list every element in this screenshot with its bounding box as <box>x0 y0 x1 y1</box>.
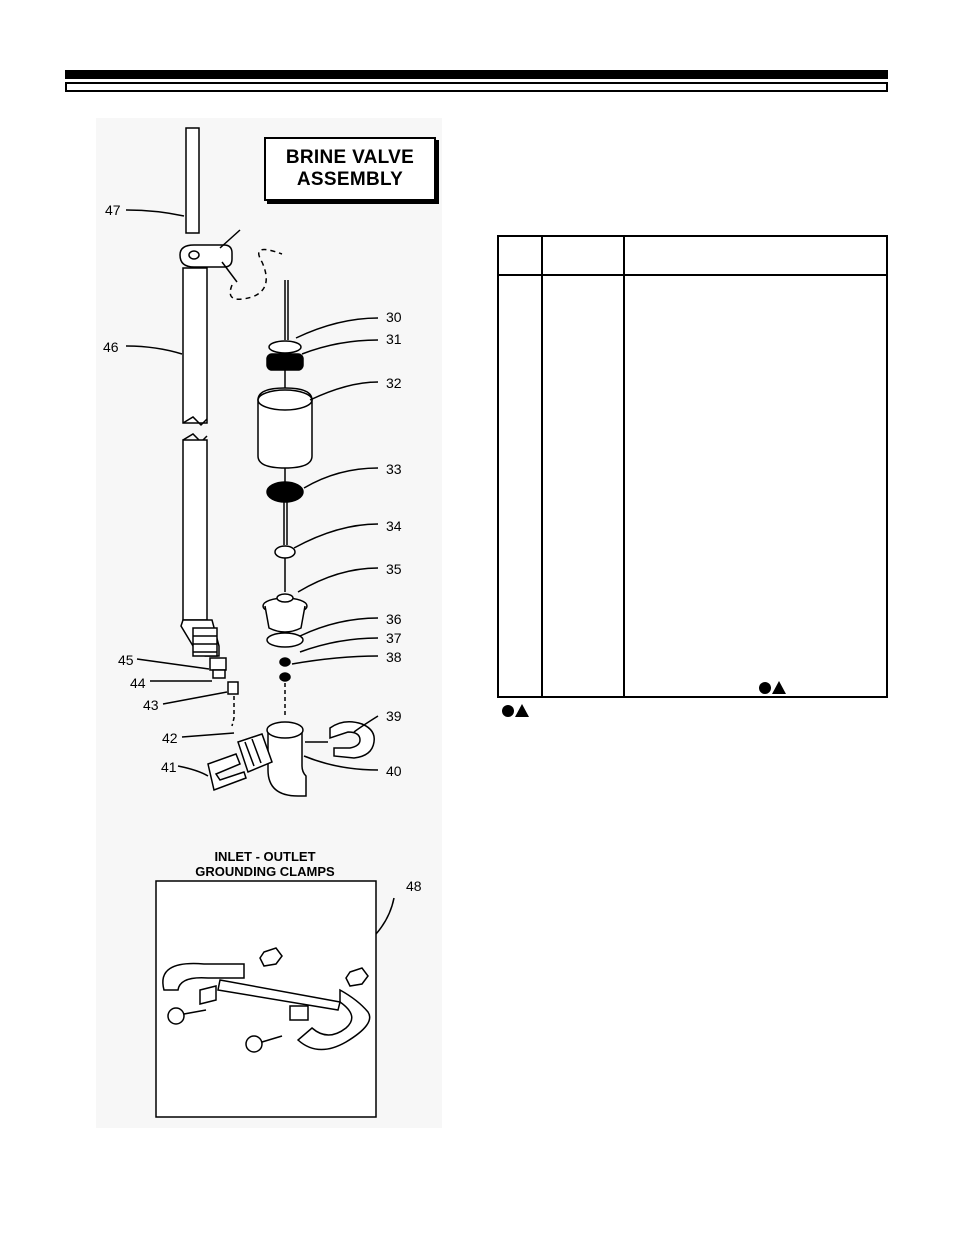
callout-48: 48 <box>406 878 422 894</box>
header-rule-thin <box>65 82 888 92</box>
part-33-gear <box>266 481 304 503</box>
table-col-divider <box>623 237 625 696</box>
callout-37: 37 <box>386 630 402 646</box>
part-31-ring <box>266 353 304 371</box>
clamp-title-line2: GROUNDING CLAMPS <box>195 864 335 879</box>
table-header-divider <box>499 274 886 276</box>
callout-47: 47 <box>105 202 121 218</box>
diagram-title-line1: BRINE VALVE <box>285 147 415 168</box>
callout-43: 43 <box>143 697 159 713</box>
callout-35: 35 <box>386 561 402 577</box>
part-34-disc <box>274 545 296 559</box>
callout-38: 38 <box>386 649 402 665</box>
part-37-oring <box>266 632 304 648</box>
filled-circle-icon <box>502 704 514 717</box>
callout-44: 44 <box>130 675 146 691</box>
part-42-fitting <box>237 733 273 774</box>
filled-circle-icon <box>759 681 771 694</box>
footnote-symbols <box>502 704 529 717</box>
part-36-valve-body <box>264 605 306 633</box>
callout-34: 34 <box>386 518 402 534</box>
callout-45: 45 <box>118 652 134 668</box>
callout-36: 36 <box>386 611 402 627</box>
clamp-title: INLET - OUTLET GROUNDING CLAMPS <box>150 849 380 879</box>
callout-40: 40 <box>386 763 402 779</box>
part-39-clip <box>329 721 375 759</box>
part-40-elbow <box>267 730 307 797</box>
diagram-title-box: BRINE VALVE ASSEMBLY <box>264 137 436 201</box>
filled-triangle-icon <box>515 704 529 717</box>
callout-30: 30 <box>386 309 402 325</box>
callout-31: 31 <box>386 331 402 347</box>
callout-42: 42 <box>162 730 178 746</box>
brine-valve-diagram <box>96 118 442 1128</box>
part-46-lower-tube <box>182 439 208 621</box>
part-47-tube <box>185 127 200 234</box>
table-symbol-row <box>759 681 786 694</box>
filled-triangle-icon <box>772 681 786 694</box>
callout-41: 41 <box>161 759 177 775</box>
callout-33: 33 <box>386 461 402 477</box>
diagram-title-line2: ASSEMBLY <box>296 169 404 190</box>
callout-32: 32 <box>386 375 402 391</box>
table-col-divider <box>541 237 543 696</box>
part-41-clip <box>207 753 247 792</box>
parts-list-table <box>497 235 888 698</box>
part-30-washer <box>268 340 302 354</box>
part-46-upper-tube <box>182 267 208 424</box>
header-rule-thick <box>65 70 888 79</box>
callout-46: 46 <box>103 339 119 355</box>
clamp-title-line1: INLET - OUTLET <box>214 849 316 864</box>
callout-39: 39 <box>386 708 402 724</box>
